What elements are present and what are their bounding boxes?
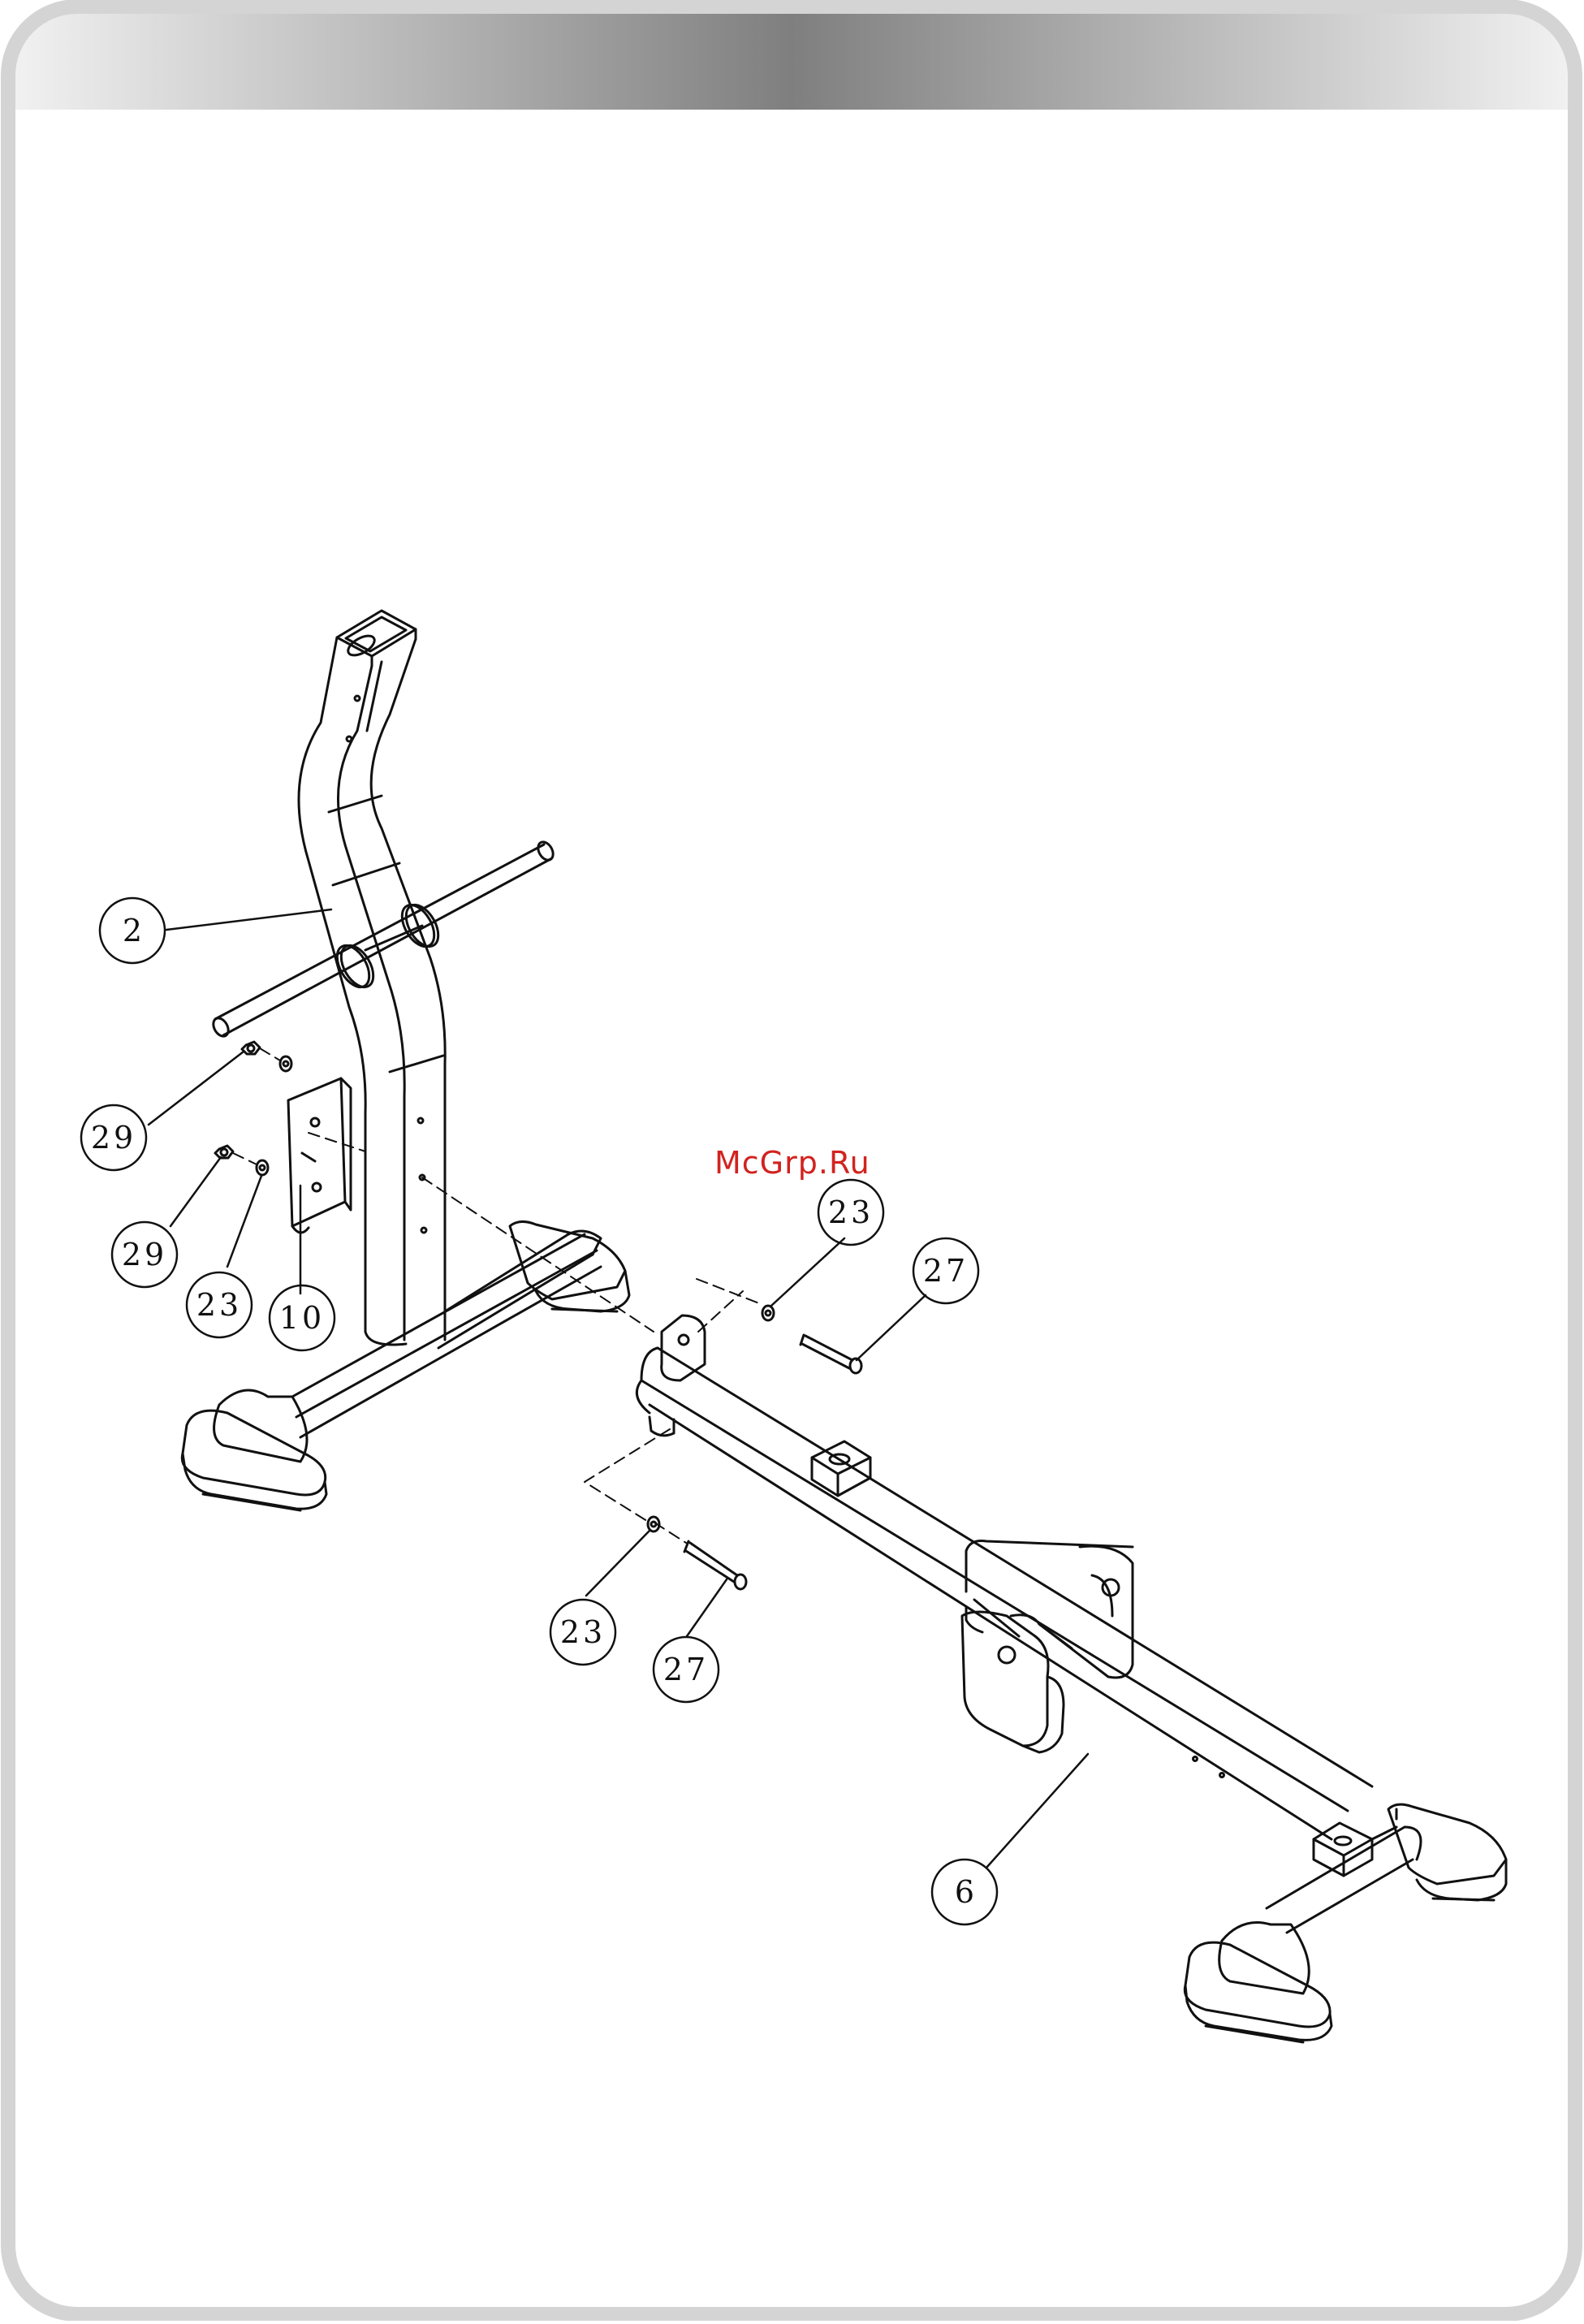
callout-label-23c: 23 [560,1614,606,1650]
callout-label-23a: 23 [196,1287,242,1323]
base-frame-part-6 [637,1315,1506,2042]
hardware-left [215,1042,291,1175]
callout-label-2: 2 [123,913,142,948]
callout-label-29a: 29 [91,1120,136,1156]
watermark-text: McGrp.Ru [714,1145,870,1181]
upright-frame-part-2 [182,611,629,1510]
callout-label-27a: 27 [923,1253,969,1289]
callout-label-6: 6 [955,1874,974,1910]
callout-label-29b: 29 [122,1237,167,1272]
bracket-plate-part-10 [288,1078,351,1233]
callout-label-23b: 23 [828,1194,874,1230]
leader-lines [149,909,1088,1868]
callout-label-27b: 27 [663,1652,709,1687]
callout-label-10: 10 [279,1300,325,1336]
hardware-right [648,1306,861,1589]
